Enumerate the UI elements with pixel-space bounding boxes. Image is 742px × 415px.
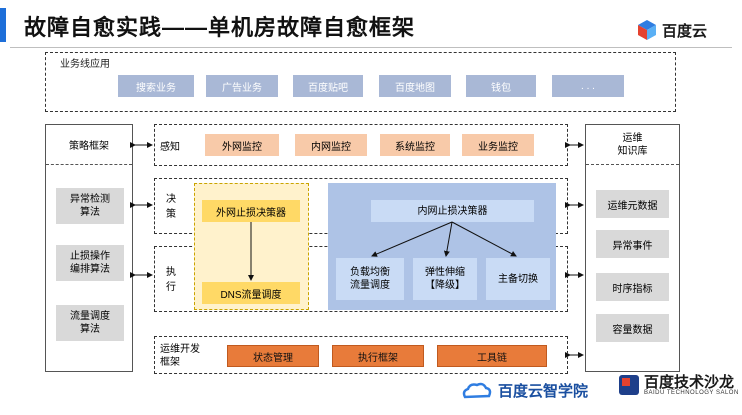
strategy-item: 异常检测 算法: [56, 188, 124, 224]
title-accent-bar: [0, 8, 6, 42]
strategy-item: 流量调度 算法: [56, 305, 124, 341]
strategy-panel-title: 策略框架: [46, 125, 132, 165]
academy-name: 百度云智学院: [498, 383, 589, 400]
monitor-item: 外网监控: [205, 134, 279, 156]
dns-traffic-scheduling: DNS流量调度: [202, 282, 300, 304]
brand-name: 百度云: [662, 22, 708, 40]
devops-layer: [154, 336, 568, 374]
business-item: 百度地图: [379, 75, 451, 97]
internal-action: 主备切换: [486, 258, 550, 300]
right-link-arrows: [565, 142, 584, 358]
execution-layer-label: 执 行: [166, 267, 176, 293]
devops-item: 状态管理: [227, 345, 319, 367]
business-item: 广告业务: [206, 75, 278, 97]
arrow-internal-to-action-2: [443, 221, 453, 257]
knowledge-item: 时序指标: [596, 273, 669, 301]
knowledge-item: 容量数据: [596, 314, 669, 342]
baidu-tech-salon-logo: 百度技术沙龙 BAIDU TECHNOLOGY SALON: [618, 374, 739, 396]
monitor-item: 内网监控: [295, 134, 367, 156]
left-link-arrows: [130, 142, 153, 278]
salon-logo-icon: [619, 375, 639, 395]
decision-layer-label: 决 策: [166, 194, 176, 220]
strategy-item: 止损操作 编排算法: [56, 245, 124, 281]
internal-action: 弹性伸缩 【降级】: [413, 258, 477, 300]
knowledge-panel-title: 运维 知识库: [586, 125, 679, 165]
business-layer-label: 业务线应用: [60, 59, 110, 70]
business-item: 钱包: [466, 75, 536, 97]
external-decider: 外网止损决策器: [202, 200, 300, 222]
cube-logo-icon: [638, 20, 656, 40]
business-item: 搜索业务: [118, 75, 194, 97]
business-item: 百度贴吧: [293, 75, 363, 97]
salon-subtitle: BAIDU TECHNOLOGY SALON: [644, 389, 739, 396]
baidu-cloud-academy-logo: 百度云智学院: [462, 380, 588, 401]
knowledge-panel: 运维 知识库 运维元数据 异常事件 时序指标 容量数据: [585, 124, 680, 372]
internal-action: 负载均衡 流量调度: [336, 258, 404, 300]
knowledge-item: 异常事件: [596, 230, 669, 258]
internal-decider: 内网止损决策器: [371, 200, 534, 222]
arrow-internal-to-action-3: [451, 221, 517, 257]
header-divider: [10, 47, 732, 48]
business-layer: [45, 52, 676, 112]
devops-layer-label: 运维开发 框架: [160, 344, 200, 368]
sense-layer-label: 感知: [160, 142, 180, 153]
arrow-internal-to-action-1: [371, 221, 453, 257]
knowledge-item: 运维元数据: [596, 190, 669, 218]
strategy-panel: 策略框架 异常检测 算法 止损操作 编排算法 流量调度 算法: [45, 124, 133, 372]
devops-item: 工具链: [437, 345, 547, 367]
cloud-logo-icon: [462, 382, 492, 398]
monitor-item: 系统监控: [380, 134, 450, 156]
page-title: 故障自愈实践——单机房故障自愈框架: [24, 15, 416, 40]
business-item: . . .: [552, 75, 624, 97]
monitor-item: 业务监控: [462, 134, 534, 156]
baidu-cloud-logo: 百度云: [636, 16, 736, 44]
salon-name: 百度技术沙龙: [644, 373, 735, 391]
devops-item: 执行框架: [332, 345, 424, 367]
